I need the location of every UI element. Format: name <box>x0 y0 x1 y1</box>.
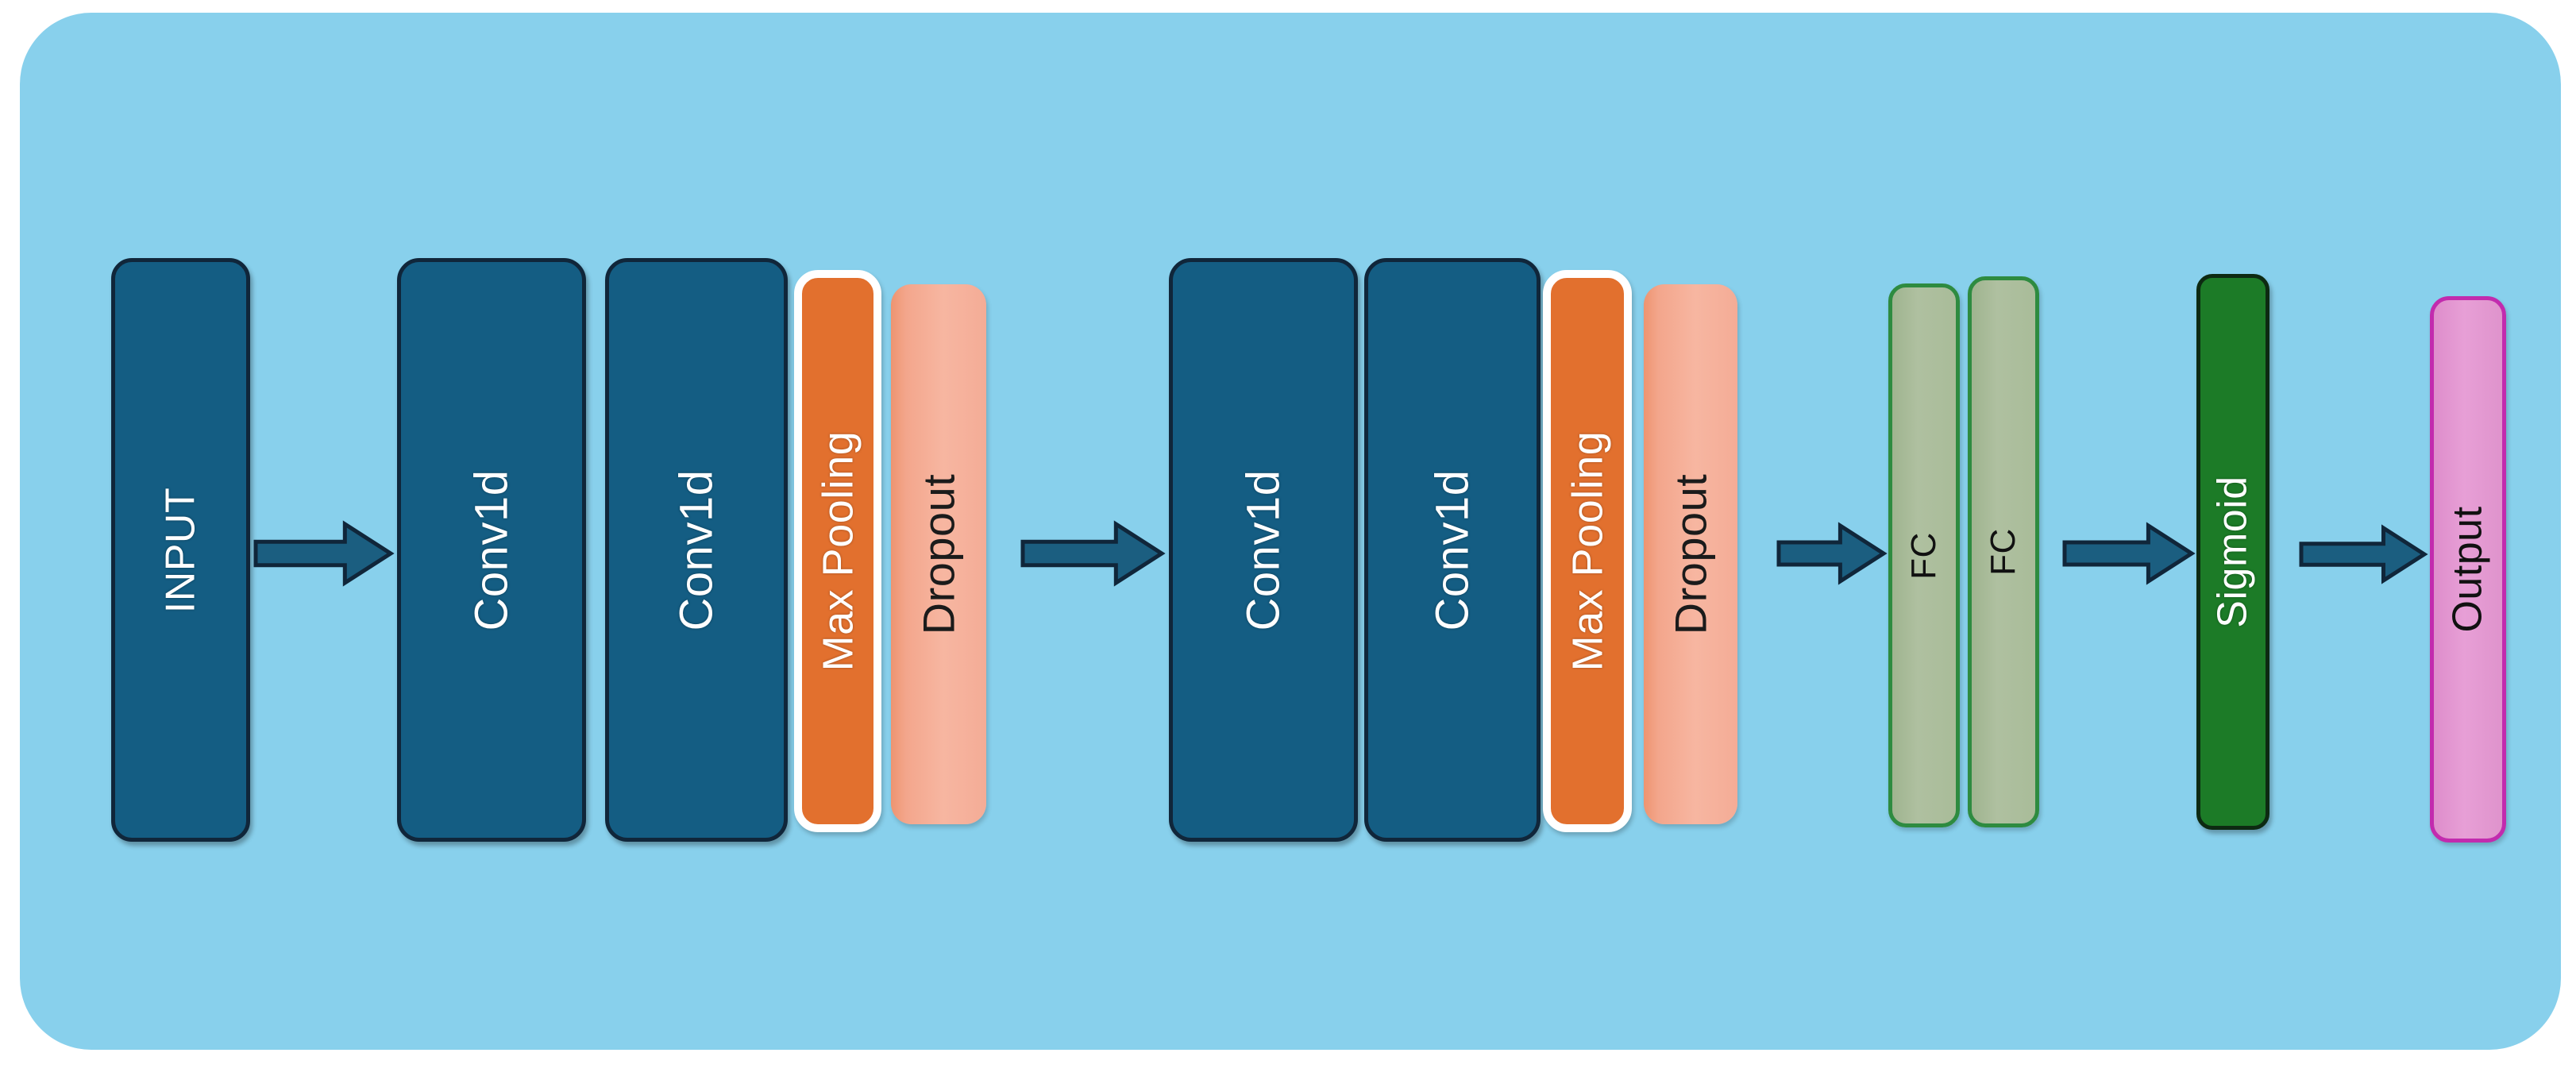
layer-block-input[interactable]: INPUT <box>111 258 250 842</box>
layer-block-dropout-1[interactable]: Dropout <box>891 284 986 824</box>
layer-label-max-pooling-1: Max Pooling <box>814 430 862 672</box>
layer-label-output: Output <box>2445 506 2492 633</box>
layer-block-fc-2[interactable]: FC <box>1968 276 2039 827</box>
layer-block-conv1d-1[interactable]: Conv1d <box>397 258 586 842</box>
layer-label-dropout-2: Dropout <box>1665 473 1716 635</box>
layer-label-fc-1: FC <box>1904 531 1943 580</box>
layer-label-conv1d-4: Conv1d <box>1425 469 1478 630</box>
flow-arrow-dropout-to-fc-icon <box>1776 522 1888 585</box>
layer-block-output[interactable]: Output <box>2430 296 2506 843</box>
layer-label-sigmoid: Sigmoid <box>2210 476 2256 628</box>
layer-block-max-pooling-1[interactable]: Max Pooling <box>794 270 881 832</box>
flow-arrow-input-to-conv1d-icon <box>253 520 395 587</box>
layer-label-conv1d-3: Conv1d <box>1236 469 1289 630</box>
layer-block-fc-1[interactable]: FC <box>1888 283 1960 827</box>
layer-label-max-pooling-2: Max Pooling <box>1564 430 1612 672</box>
layer-label-input: INPUT <box>157 487 204 613</box>
layer-label-dropout-1: Dropout <box>913 473 964 635</box>
layer-block-max-pooling-2[interactable]: Max Pooling <box>1543 270 1632 832</box>
layer-label-fc-2: FC <box>1984 528 2023 576</box>
layer-block-dropout-2[interactable]: Dropout <box>1644 284 1737 824</box>
layer-block-conv1d-3[interactable]: Conv1d <box>1169 258 1358 842</box>
flow-arrow-sigmoid-to-output-icon <box>2299 524 2428 584</box>
layer-block-sigmoid[interactable]: Sigmoid <box>2196 274 2269 830</box>
layer-block-conv1d-2[interactable]: Conv1d <box>605 258 788 842</box>
flow-arrow-fc-to-sigmoid-icon <box>2062 522 2196 585</box>
layer-label-conv1d-2: Conv1d <box>669 469 722 630</box>
layer-block-conv1d-4[interactable]: Conv1d <box>1364 258 1541 842</box>
layer-label-conv1d-1: Conv1d <box>465 469 517 630</box>
flow-arrow-dropout-to-conv1d-icon <box>1020 520 1166 587</box>
